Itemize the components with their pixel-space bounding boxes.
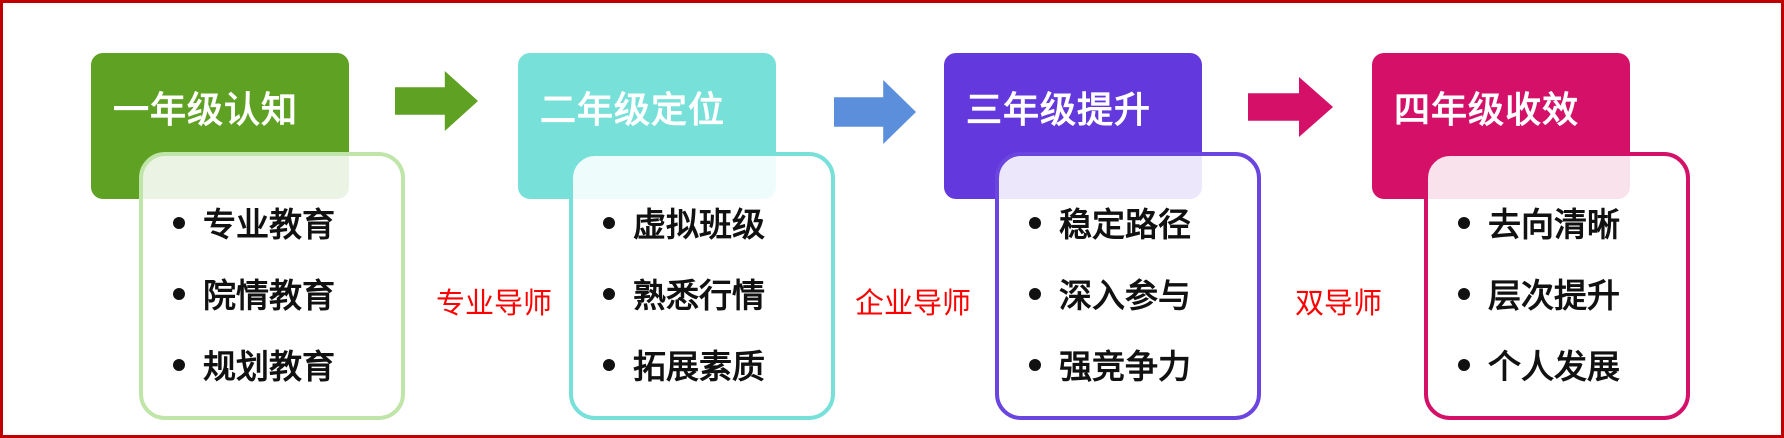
item-label: 虚拟班级 bbox=[633, 205, 765, 244]
arrow-right-icon bbox=[834, 80, 916, 144]
bullet-icon bbox=[1458, 216, 1470, 229]
item-label: 规划教育 bbox=[203, 347, 335, 386]
arrow-right-icon bbox=[1248, 77, 1333, 137]
list-item: 规划教育 bbox=[173, 340, 335, 388]
list-item: 深入参与 bbox=[1029, 269, 1191, 317]
item-label: 去向清晰 bbox=[1488, 205, 1620, 244]
stage-title: 四年级收效 bbox=[1394, 90, 1580, 131]
list-item: 去向清晰 bbox=[1458, 198, 1620, 246]
item-label: 深入参与 bbox=[1059, 276, 1191, 315]
mentor-label-1: 专业导师 bbox=[436, 286, 553, 320]
item-label: 层次提升 bbox=[1488, 276, 1620, 315]
list-item: 院情教育 bbox=[173, 269, 335, 317]
item-label: 专业教育 bbox=[203, 205, 335, 244]
list-item: 稳定路径 bbox=[1029, 198, 1191, 246]
item-label: 稳定路径 bbox=[1059, 205, 1191, 244]
stage-title: 一年级认知 bbox=[113, 90, 299, 131]
list-item: 专业教育 bbox=[173, 198, 335, 246]
bullet-icon bbox=[603, 216, 615, 229]
bullet-icon bbox=[173, 216, 185, 229]
list-item: 层次提升 bbox=[1458, 269, 1620, 317]
bullet-icon bbox=[1458, 287, 1470, 300]
stage-card-4: 去向清晰层次提升个人发展 bbox=[1424, 152, 1690, 420]
bullet-icon bbox=[603, 358, 615, 371]
bullet-icon bbox=[173, 287, 185, 300]
mentor-label-2: 企业导师 bbox=[855, 286, 972, 320]
bullet-icon bbox=[173, 358, 185, 371]
item-label: 院情教育 bbox=[203, 276, 335, 315]
bullet-icon bbox=[1029, 216, 1041, 229]
stage-card-2: 虚拟班级熟悉行情拓展素质 bbox=[569, 152, 835, 420]
list-item: 个人发展 bbox=[1458, 340, 1620, 388]
bullet-icon bbox=[1029, 358, 1041, 371]
stage-card-1: 专业教育院情教育规划教育 bbox=[139, 152, 405, 420]
stage-card-3: 稳定路径深入参与强竞争力 bbox=[995, 152, 1261, 420]
bullet-icon bbox=[603, 287, 615, 300]
stage-title: 三年级提升 bbox=[966, 90, 1152, 131]
item-label: 个人发展 bbox=[1488, 347, 1620, 386]
bullet-icon bbox=[1458, 358, 1470, 371]
bullet-icon bbox=[1029, 287, 1041, 300]
list-item: 拓展素质 bbox=[603, 340, 765, 388]
stage-title: 二年级定位 bbox=[540, 90, 726, 131]
item-label: 强竞争力 bbox=[1059, 347, 1191, 386]
list-item: 熟悉行情 bbox=[603, 269, 765, 317]
mentor-label-3: 双导师 bbox=[1295, 286, 1383, 320]
item-label: 拓展素质 bbox=[633, 347, 765, 386]
item-label: 熟悉行情 bbox=[633, 276, 765, 315]
list-item: 虚拟班级 bbox=[603, 198, 765, 246]
list-item: 强竞争力 bbox=[1029, 340, 1191, 388]
arrow-right-icon bbox=[395, 71, 478, 131]
